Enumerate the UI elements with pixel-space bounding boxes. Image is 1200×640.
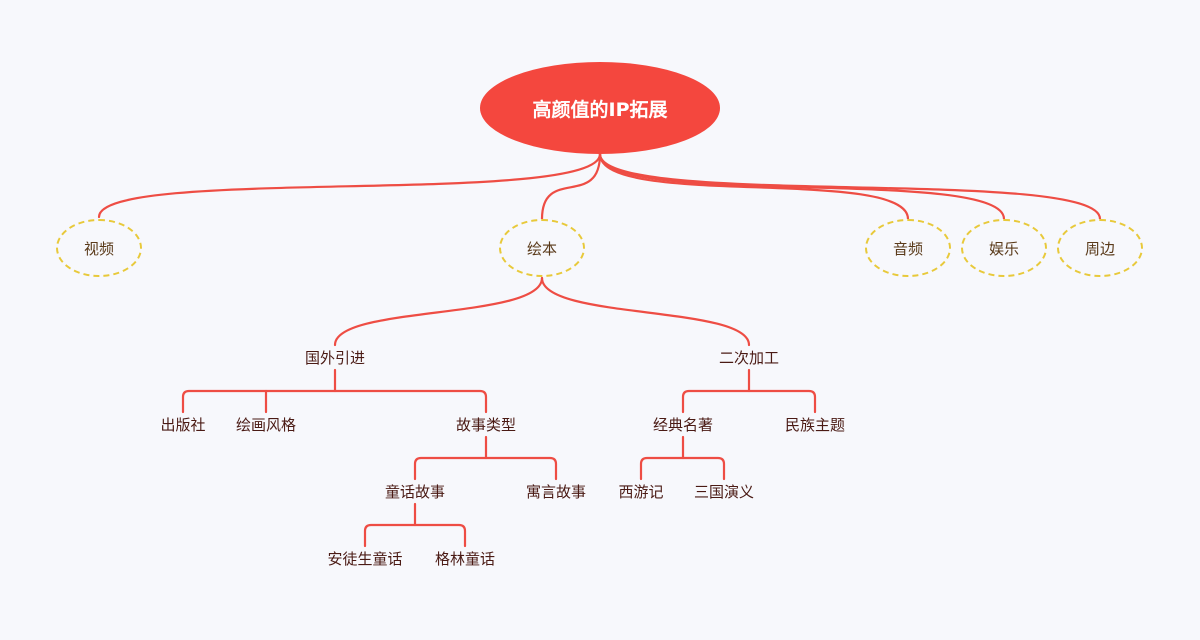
topic-classics[interactable]: 经典名著 xyxy=(649,415,717,435)
connector-root-picture-book xyxy=(540,152,602,221)
branch-entertainment[interactable]: 娱乐 xyxy=(961,219,1047,277)
connector-root-merch xyxy=(598,152,1102,221)
topic-fable[interactable]: 寓言故事 xyxy=(522,482,590,502)
topic-journey-west[interactable]: 西游记 xyxy=(615,482,667,502)
connector-root-entertainment xyxy=(598,152,1006,221)
topic-foreign-import[interactable]: 国外引进 xyxy=(301,348,369,368)
branch-merch-label: 周边 xyxy=(1084,239,1115,258)
connector-classics-bar xyxy=(639,456,726,481)
branch-merch[interactable]: 周边 xyxy=(1057,219,1143,277)
connector-secondary-bar xyxy=(681,389,817,414)
topic-ethnic-theme[interactable]: 民族主题 xyxy=(781,415,849,435)
connector-picture-book-secondary xyxy=(540,276,751,347)
root-topic[interactable]: 高颜值的IP拓展 xyxy=(480,62,720,154)
branch-entertainment-label: 娱乐 xyxy=(988,239,1019,258)
connector-story-type-bar xyxy=(413,456,558,481)
branch-picture-book-label: 绘本 xyxy=(526,239,557,258)
branch-video[interactable]: 视频 xyxy=(56,219,142,277)
topic-story-type[interactable]: 故事类型 xyxy=(452,415,520,435)
connector-picture-book-foreign xyxy=(333,276,544,347)
topic-publisher[interactable]: 出版社 xyxy=(157,415,209,435)
branch-audio[interactable]: 音频 xyxy=(865,219,951,277)
topic-grimm[interactable]: 格林童话 xyxy=(431,549,499,569)
topic-art-style[interactable]: 绘画风格 xyxy=(232,415,300,435)
topic-secondary-processing[interactable]: 二次加工 xyxy=(715,348,783,368)
topic-three-kingdoms[interactable]: 三国演义 xyxy=(690,482,758,502)
connector-root-video xyxy=(97,152,602,219)
branch-video-label: 视频 xyxy=(83,239,114,258)
topic-fairy-tale[interactable]: 童话故事 xyxy=(381,482,449,502)
branch-picture-book[interactable]: 绘本 xyxy=(499,219,585,277)
connector-root-audio xyxy=(598,152,910,221)
topic-andersen[interactable]: 安徒生童话 xyxy=(324,549,406,569)
connector-fairy-tale-bar xyxy=(363,523,467,548)
connector-foreign-bar xyxy=(181,389,488,414)
root-topic-label: 高颜值的IP拓展 xyxy=(532,98,668,121)
branch-audio-label: 音频 xyxy=(892,239,923,258)
